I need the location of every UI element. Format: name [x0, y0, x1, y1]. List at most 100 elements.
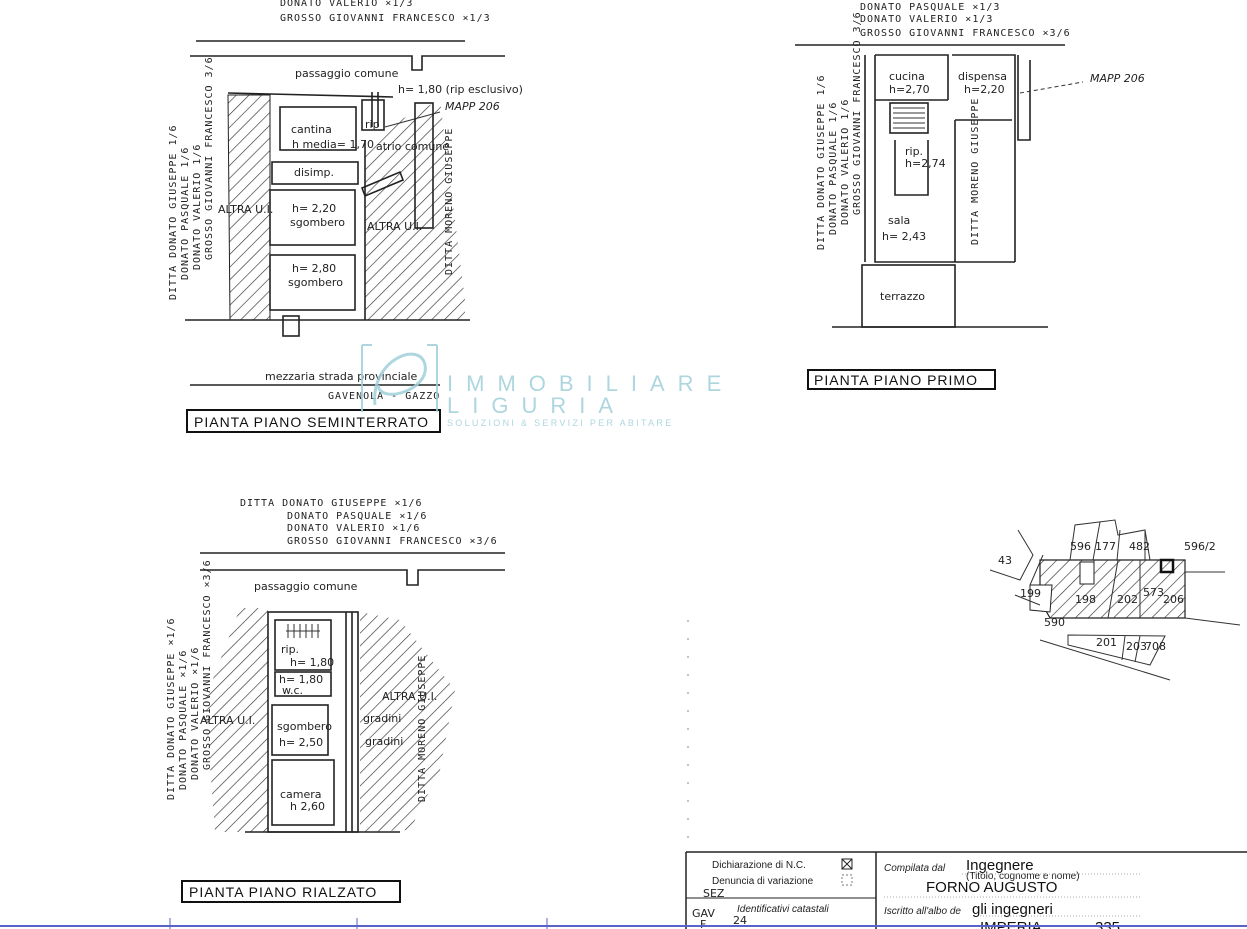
parcel-label: 202 [1117, 593, 1138, 606]
watermark-line1: IMMOBILIARE [447, 371, 734, 396]
label-strada-sub: GAVENOLA - GAZZO [328, 391, 440, 402]
svg-text:DITTA DONATO GIUSEPPE 1/6: DITTA DONATO GIUSEPPE 1/6 [168, 124, 179, 300]
label-passaggio: passaggio comune [254, 580, 358, 593]
label-cucina: cucina [889, 70, 925, 83]
value-numero: 335 [1095, 919, 1120, 929]
label-camera-h: h 2,60 [290, 800, 325, 813]
owner-line: DITTA DONATO GIUSEPPE ×1/6 [240, 498, 423, 509]
cadastral-map: 43 596 177 482 596/2 199 198 202 573 206… [989, 519, 1241, 681]
svg-text:DITTA DONATO GIUSEPPE 1/6: DITTA DONATO GIUSEPPE 1/6 [816, 74, 827, 250]
label-sgombero: sgombero [277, 720, 332, 733]
value-provincia: IMPERIA [980, 919, 1042, 929]
value-iscritto: gli ingegneri [972, 901, 1053, 918]
label-mapp: MAPP 206 [1090, 72, 1145, 85]
svg-text:GROSSO GIOVANNI FRANCESCO 3/6: GROSSO GIOVANNI FRANCESCO 3/6 [204, 56, 215, 260]
side-owners: DITTA DONATO GIUSEPPE 1/6 DONATO PASQUAL… [168, 56, 215, 300]
svg-text:DONATO VALERIO 1/6: DONATO VALERIO 1/6 [192, 144, 203, 270]
label-gradini-1: gradini [363, 712, 401, 725]
plan-title-rialzato: PIANTA PIANO RIALZATO [189, 884, 377, 900]
label-wc: w.c. [282, 684, 303, 697]
label-dispensa-h: h=2,20 [964, 83, 1005, 96]
plan-rialzato: DITTA DONATO GIUSEPPE ×1/6 DONATO PASQUA… [166, 498, 505, 903]
label-terrazzo: terrazzo [880, 290, 925, 303]
label-rip: rip. [905, 145, 923, 158]
owner-line: DONATO VALERIO ×1/6 [287, 523, 420, 534]
hint-compilata: (Titolo, cognome e nome) [966, 871, 1080, 882]
label-sgombero-h: h= 2,50 [279, 736, 323, 749]
parcel-label: 203 [1126, 640, 1147, 653]
checkbox-dichiarazione[interactable] [841, 858, 853, 870]
parcel-label: 206 [1163, 593, 1184, 606]
owner-line: GROSSO GIOVANNI FRANCESCO ×1/3 [280, 13, 491, 24]
handwritten-f: F [700, 918, 706, 929]
plan-title-seminterrato: PIANTA PIANO SEMINTERRATO [194, 414, 429, 430]
parcel-label: 596/2 [1184, 540, 1216, 553]
handwritten-gav: GAV [692, 907, 715, 920]
label-altra-ui-right: ALTRA U.I. [367, 220, 422, 233]
owner-line: DONATO PASQUALE ×1/6 [287, 511, 427, 522]
label-disimp: disimp. [294, 166, 334, 179]
parcel-label: 708 [1145, 640, 1166, 653]
parcel-label: 573 [1143, 586, 1164, 599]
owner-line: GROSSO GIOVANNI FRANCESCO ×3/6 [287, 536, 498, 547]
owner-line: DONATO VALERIO ×1/3 [280, 0, 413, 9]
svg-text:DONATO PASQUALE 1/6: DONATO PASQUALE 1/6 [180, 147, 191, 280]
parcel-label: 199 [1020, 587, 1041, 600]
label-ditta-right: DITTA MORENO GIUSEPPE [444, 128, 455, 275]
owner-line: DONATO VALERIO ×1/3 [860, 14, 993, 25]
label-ditta-right: DITTA MORENO GIUSEPPE [417, 655, 428, 802]
side-owners: DITTA DONATO GIUSEPPE ×1/6 DONATO PASQUA… [166, 559, 213, 800]
parcel-label: 590 [1044, 616, 1065, 629]
parcel-label: 198 [1075, 593, 1096, 606]
label-ditta-right: DITTA MORENO GIUSEPPE [970, 98, 981, 245]
watermark-logo: IMMOBILIARE LIGURIA SOLUZIONI & SERVIZI … [361, 344, 734, 428]
parcel-label: 201 [1096, 636, 1117, 649]
svg-text:DONATO VALERIO 1/6: DONATO VALERIO 1/6 [840, 99, 851, 225]
label-dispensa: dispensa [958, 70, 1007, 83]
parcel-label: 43 [998, 554, 1012, 567]
owner-line: DONATO PASQUALE ×1/3 [860, 2, 1000, 13]
label-altra-ui-right: ALTRA U.I. [382, 690, 437, 703]
label-compilata: Compilata dal [884, 863, 946, 874]
watermark-tagline: SOLUZIONI & SERVIZI PER ABITARE [447, 418, 674, 428]
plan-seminterrato: DONATO VALERIO ×1/3 GROSSO GIOVANNI FRAN… [168, 0, 523, 433]
label-sgombero2-h: h= 2,80 [292, 262, 336, 275]
label-atrio: atrio comune [376, 140, 449, 153]
value-compilata: Ingegnere [966, 857, 1034, 874]
label-altra-ui-left: ALTRA U.I. [200, 714, 255, 727]
label-sgombero1-h: h= 2,20 [292, 202, 336, 215]
label-gradini-2: gradini [365, 735, 403, 748]
label-dichiarazione: Dichiarazione di N.C. [712, 860, 806, 871]
label-rip-h: h=2,74 [905, 157, 946, 170]
label-identificativi: Identificativi catastali [737, 904, 829, 915]
label-mapp: MAPP 206 [445, 100, 500, 113]
label-denuncia: Denuncia di variazione [712, 876, 814, 887]
svg-text:DITTA DONATO GIUSEPPE ×1/6: DITTA DONATO GIUSEPPE ×1/6 [166, 617, 177, 800]
label-sgombero1: sgombero [290, 216, 345, 229]
label-rip: rip. [281, 643, 299, 656]
label-rip-h: h= 1,80 [290, 656, 334, 669]
svg-text:DONATO PASQUALE ×1/6: DONATO PASQUALE ×1/6 [178, 650, 189, 790]
label-sala-h: h= 2,43 [882, 230, 926, 243]
parcel-label: 596 [1070, 540, 1091, 553]
checkbox-denuncia[interactable] [841, 874, 853, 886]
svg-text:DONATO PASQUALE 1/6: DONATO PASQUALE 1/6 [828, 102, 839, 235]
label-iscritto: Iscritto all'albo de [884, 906, 961, 917]
label-passaggio: passaggio comune [295, 67, 399, 80]
label-wc-h: h= 1,80 [279, 673, 323, 686]
label-rip-note: h= 1,80 (rip esclusivo) [398, 83, 523, 96]
parcel-label: 482 [1129, 540, 1150, 553]
watermark-line2: LIGURIA [447, 393, 626, 418]
label-camera: camera [280, 788, 322, 801]
svg-text:GROSSO GIOVANNI FRANCESCO ×3/6: GROSSO GIOVANNI FRANCESCO ×3/6 [202, 559, 213, 770]
label-cantina-h: h media= 1,70 [292, 138, 374, 151]
label-sala: sala [888, 214, 910, 227]
svg-text:DONATO VALERIO ×1/6: DONATO VALERIO ×1/6 [190, 647, 201, 780]
value-nome: FORNO AUGUSTO [926, 879, 1057, 896]
label-cantina: cantina [291, 123, 332, 136]
owner-line: GROSSO GIOVANNI FRANCESCO ×3/6 [860, 28, 1071, 39]
plan-title-primo: PIANTA PIANO PRIMO [814, 372, 978, 388]
label-altra-ui-left: ALTRA U.I. [218, 203, 273, 216]
label-strada: mezzaria strada provinciale [265, 370, 418, 383]
